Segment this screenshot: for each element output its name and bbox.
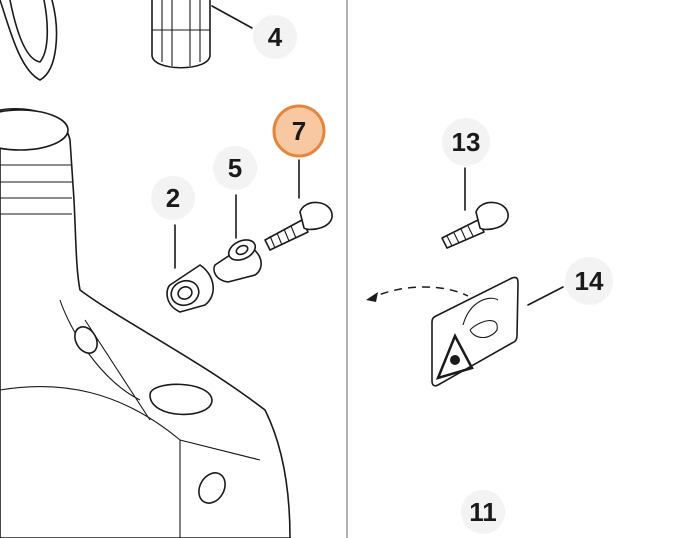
screw-7-drawing (264, 159, 333, 251)
callout-2[interactable]: 2 (151, 176, 195, 220)
callout-label: 11 (469, 497, 497, 527)
warning-label-drawing (366, 276, 564, 387)
callout-label: 7 (292, 116, 306, 146)
callout-label: 5 (228, 153, 242, 183)
handle-part-drawing (0, 0, 58, 81)
callout-14[interactable]: 14 (565, 257, 613, 305)
callout-label: 4 (268, 22, 283, 52)
callout-13[interactable]: 13 (442, 118, 490, 166)
filter-part-drawing (151, 0, 253, 69)
bushing-part-drawing (213, 194, 262, 283)
callout-label: 2 (166, 183, 180, 213)
callout-label: 13 (452, 127, 481, 157)
callout-4[interactable]: 4 (253, 15, 297, 59)
grommet-part-drawing (166, 224, 214, 313)
screw-13-drawing (441, 167, 509, 249)
callout-label: 14 (575, 266, 604, 296)
tank-drawing (0, 108, 291, 538)
callout-7-highlighted[interactable]: 7 (272, 104, 326, 158)
callout-5[interactable]: 5 (213, 146, 257, 190)
callout-11[interactable]: 11 (461, 490, 505, 534)
